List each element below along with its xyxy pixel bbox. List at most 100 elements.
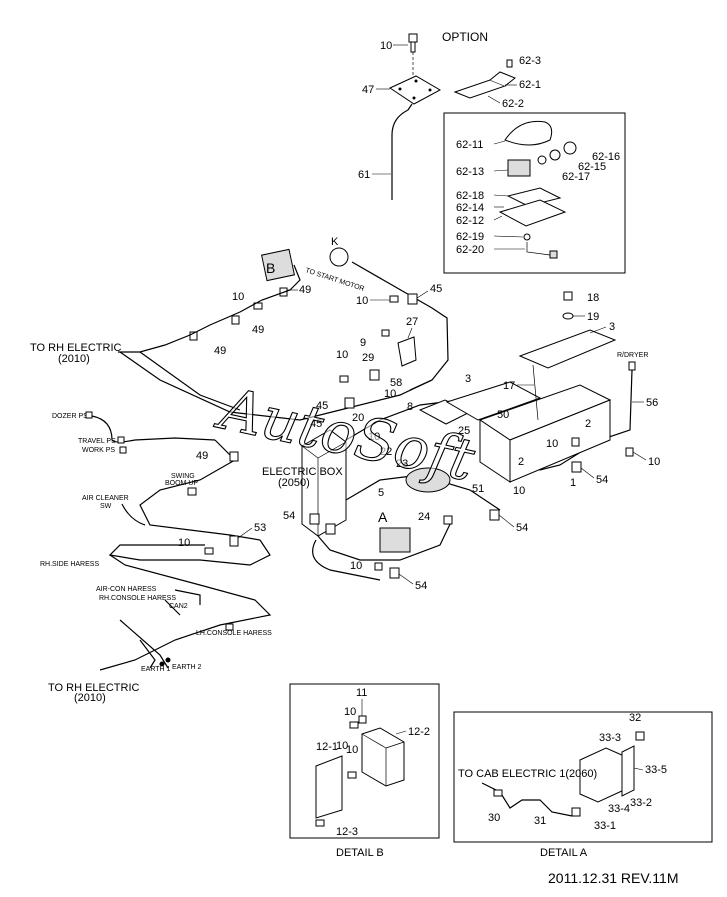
callout-10-j: 10 bbox=[350, 560, 362, 572]
rh-console-haress-label: RH.CONSOLE HARESS bbox=[99, 595, 176, 602]
option-title: OPTION bbox=[442, 30, 488, 44]
callout-54-c: 54 bbox=[283, 510, 295, 522]
lower-harness bbox=[108, 539, 271, 566]
callout-2-a: 2 bbox=[585, 418, 591, 430]
callout-10-b: 10 bbox=[232, 291, 244, 303]
detail-b-group: 11 10 12-2 12-1 10 10 12-3 DETAIL B bbox=[289, 683, 440, 859]
callout-58: 58 bbox=[390, 377, 402, 389]
callout-8: 8 bbox=[407, 401, 413, 413]
callout-62-18: 62-18 bbox=[456, 190, 484, 202]
callout-49-c: 49 bbox=[214, 345, 226, 357]
detail-a-title: DETAIL A bbox=[540, 847, 588, 859]
callout-49-a: 49 bbox=[299, 284, 311, 296]
callout-54-a: 54 bbox=[596, 474, 608, 486]
callout-62-2: 62-2 bbox=[502, 98, 524, 110]
callout-17: 17 bbox=[503, 380, 515, 392]
detail-b-box bbox=[289, 683, 440, 839]
callout-54-d: 54 bbox=[415, 580, 427, 592]
detail-a-group: 32 33-3 33-5 TO CAB ELECTRIC 1(2060) 30 … bbox=[453, 711, 713, 859]
callout-45-b: 45 bbox=[316, 400, 328, 412]
solenoid-icon bbox=[405, 467, 451, 493]
callout-33-1: 33-1 bbox=[594, 820, 616, 832]
work-ps-label: WORK PS bbox=[82, 447, 115, 454]
callout-54-b: 54 bbox=[516, 522, 528, 534]
option-detail-box bbox=[443, 112, 626, 274]
r-dryer-label: R/DRYER bbox=[617, 352, 648, 359]
callout-10-detail-b-c: 10 bbox=[346, 744, 358, 756]
callout-10-g: 10 bbox=[546, 438, 558, 450]
relay-b-icon bbox=[261, 248, 295, 282]
callout-62-13: 62-13 bbox=[456, 166, 484, 178]
lamp-cover-icon bbox=[504, 120, 553, 146]
earth2-label: EARTH 2 bbox=[172, 664, 202, 671]
callout-62-12: 62-12 bbox=[456, 215, 484, 227]
lamp-unit-icon bbox=[507, 159, 531, 177]
air-con-haress-label: AIR-CON HARESS bbox=[96, 586, 157, 593]
callout-12-3: 12-3 bbox=[336, 826, 358, 838]
callout-10-detail-b-a: 10 bbox=[344, 706, 356, 718]
callout-11: 11 bbox=[356, 687, 367, 699]
callout-33-2: 33-2 bbox=[630, 797, 652, 809]
callout-31: 31 bbox=[534, 815, 546, 827]
callout-62-15: 62-15 bbox=[578, 161, 606, 173]
callout-3-a: 3 bbox=[465, 373, 471, 385]
callout-10-e: 10 bbox=[384, 388, 396, 400]
callout-2-b: 2 bbox=[518, 456, 524, 468]
callout-23: 23 bbox=[396, 458, 408, 470]
callout-10-k: 10 bbox=[178, 537, 190, 549]
callout-30: 30 bbox=[488, 812, 500, 824]
callout-10-h: 10 bbox=[648, 456, 660, 468]
callout-25: 25 bbox=[458, 425, 470, 437]
callout-33-5: 33-5 bbox=[645, 764, 667, 776]
can2-label: CAN2 bbox=[169, 603, 188, 610]
main-harness: K TO START MOTOR B 49 10 49 49 45 10 TO … bbox=[30, 236, 660, 704]
air-cleaner-sw-label: SW bbox=[100, 503, 112, 510]
callout-33-3: 33-3 bbox=[599, 732, 621, 744]
callout-10-i: 10 bbox=[513, 485, 525, 497]
callout-45-a: 45 bbox=[430, 283, 442, 295]
callout-9: 9 bbox=[360, 337, 366, 349]
to-cab-electric-label: TO CAB ELECTRIC 1(2060) bbox=[458, 768, 597, 780]
electric-box-label: ELECTRIC BOX bbox=[262, 466, 343, 478]
callout-62-17: 62-17 bbox=[562, 171, 590, 183]
air-cleaner-label: AIR CLEANER bbox=[82, 495, 129, 502]
callout-10-d: 10 bbox=[336, 349, 348, 361]
callout-62-20: 62-20 bbox=[456, 244, 484, 256]
start-motor-cable bbox=[351, 261, 449, 391]
callout-18: 18 bbox=[587, 292, 599, 304]
mount-plate-icon bbox=[388, 75, 442, 105]
callout-10-c: 10 bbox=[356, 295, 368, 307]
callout-62-3: 62-3 bbox=[519, 55, 541, 67]
callout-45-c: 45 bbox=[310, 418, 322, 430]
callout-3-b: 3 bbox=[609, 321, 615, 333]
bolt-18-icon bbox=[563, 291, 573, 301]
callout-5: 5 bbox=[378, 487, 384, 499]
callout-10-detail-b-b: 10 bbox=[336, 740, 348, 752]
detail-a-box bbox=[453, 711, 713, 843]
to-start-motor-label: TO START MOTOR bbox=[304, 267, 365, 293]
travel-ps-label: TRAVEL PS bbox=[78, 438, 116, 445]
detail-b-title: DETAIL B bbox=[336, 847, 384, 859]
upper-harness bbox=[118, 264, 301, 353]
callout-50: 50 bbox=[497, 409, 509, 421]
connector-icon bbox=[549, 250, 558, 259]
callout-51: 51 bbox=[472, 483, 484, 495]
battery-plate-icon bbox=[518, 329, 617, 369]
callout-49-d: 49 bbox=[196, 450, 208, 462]
callout-B: B bbox=[266, 260, 275, 276]
base-plate-icon bbox=[498, 199, 567, 227]
earth1-label: EARTH 1 bbox=[141, 666, 171, 673]
to-rh-electric-bottom: TO RH ELECTRIC bbox=[48, 682, 140, 694]
bolt-icon bbox=[408, 33, 418, 43]
callout-56: 56 bbox=[646, 397, 658, 409]
screw-icon bbox=[506, 59, 513, 68]
callout-A: A bbox=[378, 509, 388, 525]
callout-20: 20 bbox=[352, 412, 364, 424]
earth2-icon bbox=[165, 657, 171, 663]
callout-29: 29 bbox=[362, 352, 374, 364]
callout-22: 22 bbox=[380, 446, 392, 458]
k-relay-icon bbox=[329, 247, 349, 267]
callout-12-2: 12-2 bbox=[408, 726, 430, 738]
